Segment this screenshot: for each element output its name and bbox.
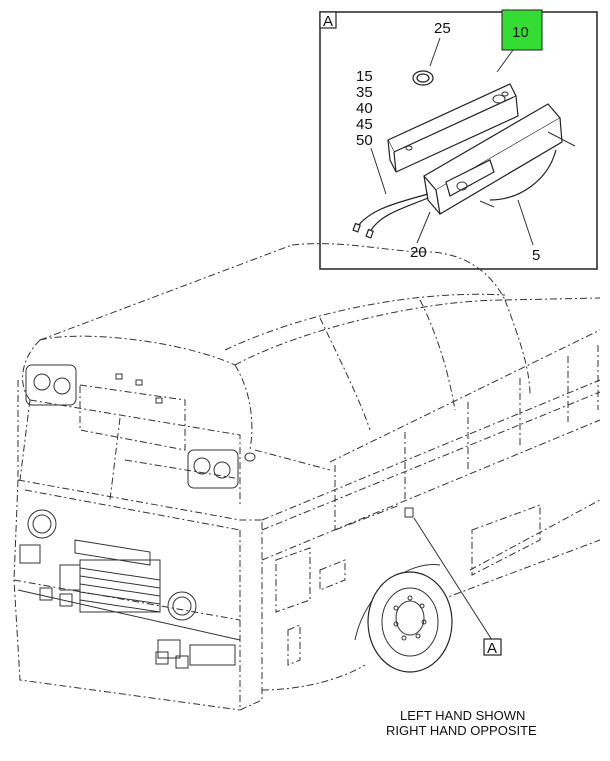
front-wheel: [354, 563, 453, 673]
caption-line-1: LEFT HAND SHOWN: [400, 708, 525, 723]
callout-35[interactable]: 35: [356, 84, 373, 101]
wiring-harness: [352, 193, 429, 239]
lamp-housing-part: [423, 103, 576, 215]
callout-5[interactable]: 5: [532, 247, 540, 264]
callout-20[interactable]: 20: [410, 244, 427, 261]
detail-view-a: A 10 25 15 35 40 45 50 20 5: [319, 9, 598, 270]
view-a-ref-box[interactable]: [483, 638, 502, 656]
mounting-plate-part: [387, 83, 519, 173]
caption-line-2: RIGHT HAND OPPOSITE: [386, 723, 537, 738]
side-marker-lamp: [404, 507, 414, 518]
view-a-ref-label[interactable]: A: [487, 640, 497, 657]
grommet-part: [412, 70, 434, 86]
callout-15[interactable]: 15: [356, 68, 373, 85]
callout-25[interactable]: 25: [434, 20, 451, 37]
detail-tag-label: A: [323, 13, 333, 30]
detail-tag-box: [319, 11, 337, 29]
bus-illustration: A: [13, 243, 601, 711]
callout-10-highlight[interactable]: [501, 9, 543, 51]
callout-10[interactable]: 10: [512, 24, 529, 41]
callout-50[interactable]: 50: [356, 132, 373, 149]
callout-40[interactable]: 40: [356, 100, 373, 117]
callout-45[interactable]: 45: [356, 116, 373, 133]
